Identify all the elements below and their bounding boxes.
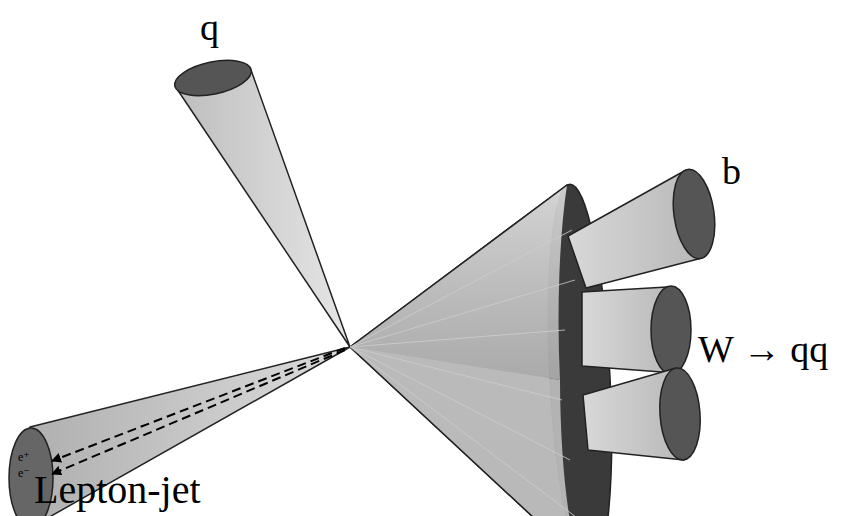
w-subjet-lower [583,367,703,462]
w-subjet-upper [582,286,691,374]
particle-label: e⁻ [18,467,30,479]
jet-label: W → qq [698,330,828,368]
jet-label: Lepton-jet [34,470,201,510]
jet-label: b [722,152,741,190]
particle-label: e⁺ [18,451,30,463]
lepton-jet-cone [9,347,350,516]
jet-label: q [200,8,219,46]
b-subjet [568,167,720,288]
quark-jet-cone [172,54,350,347]
